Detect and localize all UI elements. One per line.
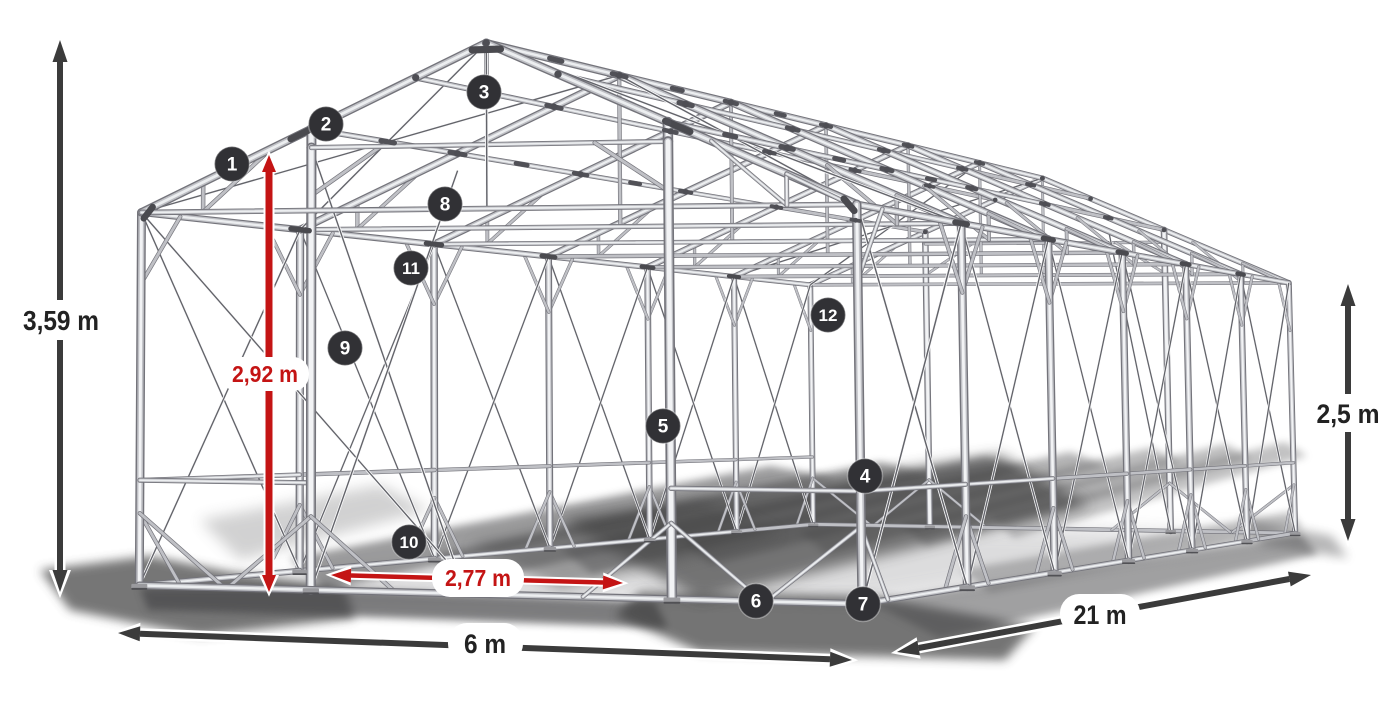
- svg-text:7: 7: [858, 595, 869, 616]
- svg-text:21 m: 21 m: [1074, 600, 1127, 630]
- svg-text:1: 1: [227, 155, 238, 176]
- svg-text:10: 10: [400, 533, 419, 552]
- svg-text:6: 6: [751, 592, 762, 613]
- svg-text:3: 3: [479, 83, 490, 104]
- svg-text:2,92 m: 2,92 m: [232, 361, 298, 387]
- svg-text:5: 5: [658, 417, 669, 438]
- svg-text:4: 4: [860, 467, 871, 488]
- svg-text:12: 12: [819, 306, 838, 325]
- svg-text:6 m: 6 m: [464, 629, 506, 659]
- svg-text:2: 2: [321, 115, 332, 136]
- svg-text:11: 11: [402, 259, 420, 278]
- svg-text:2,5 m: 2,5 m: [1317, 399, 1380, 429]
- svg-text:3,59 m: 3,59 m: [23, 305, 99, 336]
- svg-text:8: 8: [440, 195, 451, 216]
- svg-text:2,77 m: 2,77 m: [445, 565, 511, 591]
- svg-text:9: 9: [340, 339, 351, 360]
